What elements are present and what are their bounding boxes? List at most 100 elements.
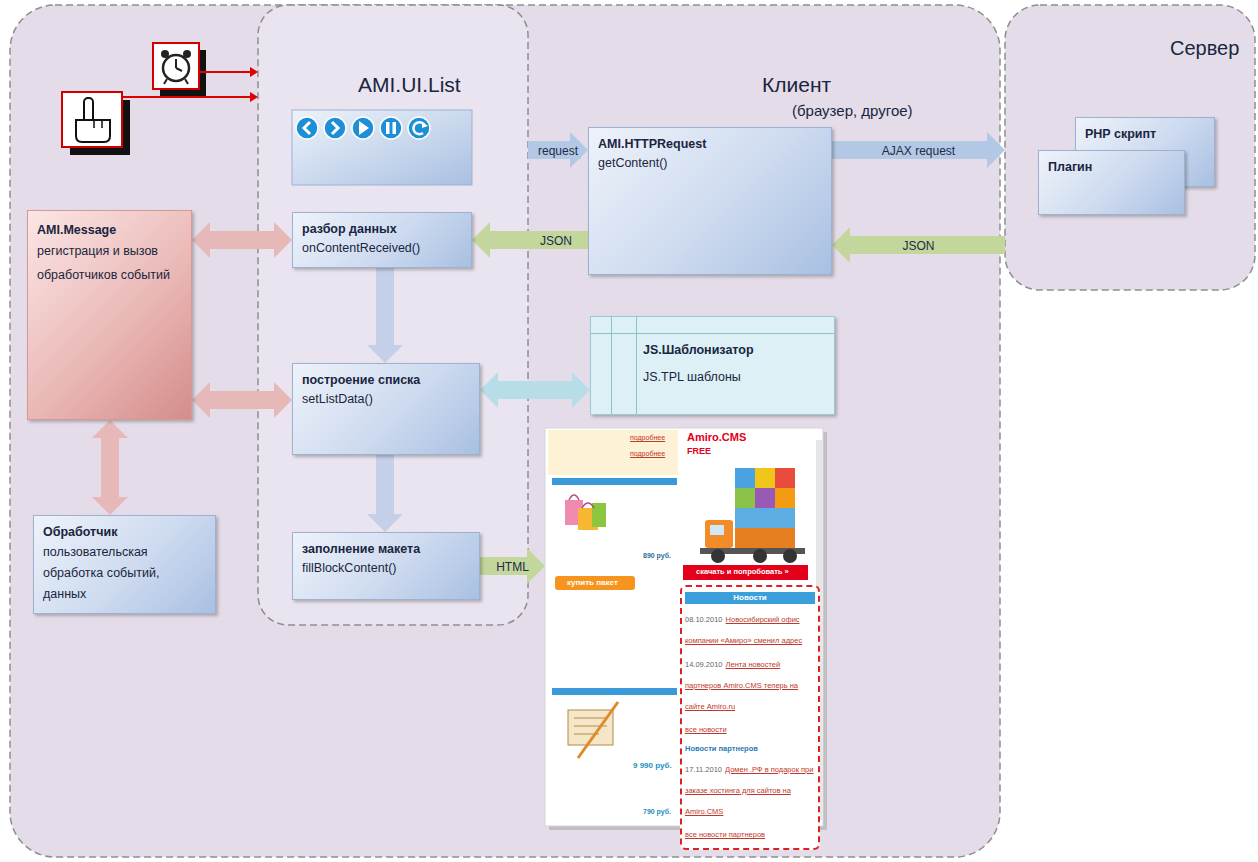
hand-knuckles: [94, 120, 102, 128]
block-arrow: [832, 141, 987, 159]
block-arrow: [850, 236, 1005, 254]
box-title: Плагин: [1048, 158, 1175, 177]
event-arrow: [122, 96, 250, 98]
box-body: onContentReceived(): [302, 239, 462, 258]
screenshot-band: [548, 430, 678, 475]
buy-button: [555, 576, 635, 590]
price-text: 9 990 руб.: [633, 761, 672, 771]
alarm-clock-hands: [164, 59, 188, 84]
process-box: заполнение макетаfillBlockContent(): [292, 532, 480, 600]
timer-arrow: [199, 71, 250, 73]
cargo-box: [775, 468, 795, 488]
logo-text: FREE: [687, 446, 711, 457]
module-box: AMI.Messageрегистрация и вызов обработчи…: [27, 210, 192, 420]
forward-button: [324, 117, 346, 139]
block-arrow: [376, 455, 394, 514]
hand-palm: [76, 120, 110, 142]
link-text: подробнее: [630, 434, 665, 442]
block-arrow: [101, 438, 119, 497]
price-text: 790 руб.: [643, 808, 671, 816]
link-text: подробнее: [630, 450, 665, 458]
event-arrowhead: [250, 92, 258, 102]
box-body: setListData(): [302, 390, 470, 409]
box-title: JS.Шаблонизатор: [643, 341, 826, 360]
server-region: СерверPHP скриптПлагин: [1005, 5, 1255, 290]
shopping-bag: [592, 503, 606, 527]
arrow-label: JSON: [537, 234, 575, 250]
box-title: заполнение макета: [302, 540, 470, 559]
pause-glyph: [393, 122, 397, 134]
server-region-shape: [1005, 5, 1255, 290]
toolbar-box: [292, 110, 472, 185]
screenshot-bar: [552, 688, 677, 695]
pause-button: [380, 117, 402, 139]
truck-cab: [705, 520, 733, 548]
truck-wheel: [711, 549, 725, 563]
region-subtitle: (браузер, другое): [792, 100, 913, 123]
logo-text: Amiro.CMS: [687, 431, 746, 444]
block-arrow: [490, 231, 588, 249]
block-arrow: [376, 268, 394, 345]
box-title: Обработчик: [43, 523, 206, 542]
box-title: AMI.HTTPRequest: [598, 135, 822, 154]
block-arrow: [498, 381, 572, 399]
forward-glyph: [332, 122, 338, 134]
screenshot-bar: [552, 478, 677, 485]
widget-subheader: Новости партнеров: [685, 744, 815, 754]
box-body: пользовательская обработка событий, данн…: [43, 542, 206, 606]
region-title: Клиент: [762, 69, 831, 101]
block-arrow: [210, 231, 274, 249]
client-region-shape: [10, 5, 1000, 857]
more-link: все новости партнеров: [685, 830, 765, 839]
box-body: fillBlockContent(): [302, 559, 470, 578]
arrow-label: request: [535, 144, 581, 160]
price-text: 890 руб.: [643, 552, 671, 560]
box-body: JS.TPL шаблоны: [643, 368, 826, 387]
region-title: AMI.UI.List: [358, 69, 461, 101]
pencil: [578, 702, 618, 758]
box-title: разбор данных: [302, 220, 462, 239]
play-glyph: [359, 121, 369, 135]
play-button: [352, 117, 374, 139]
cargo-box: [755, 468, 775, 488]
box-title: PHP скрипт: [1085, 125, 1205, 144]
button-text: скачать и попробовать »: [696, 567, 789, 576]
truck-window: [710, 525, 724, 535]
arrow-label: JSON: [899, 239, 937, 255]
refresh-glyph: [422, 122, 428, 128]
pause-glyph: [386, 122, 390, 134]
cargo-box: [735, 488, 755, 508]
arrow-label: AJAX request: [879, 144, 958, 160]
more-link: все новости: [685, 725, 727, 734]
box-title: построение списка: [302, 371, 470, 390]
news-date: 08.10.2010: [685, 615, 723, 624]
bag-handles: [569, 495, 594, 508]
component-region-shape: [258, 5, 528, 625]
process-box: построение спискаsetListData(): [292, 363, 480, 455]
server-module-box: Плагин: [1038, 150, 1185, 215]
handler-box: Обработчикпользовательская обработка соб…: [33, 515, 216, 614]
truck-wheel: [753, 549, 767, 563]
client-region: Клиент(браузер, другое) AMI.UI.List разбор…: [10, 5, 1000, 857]
box-body: getContent(): [598, 154, 822, 173]
box-body: регистрация и вызов обработчиков событий: [37, 240, 182, 288]
news-widget: Новости08.10.2010Новосибирский офис комп…: [680, 585, 820, 850]
widget-header: Новости: [685, 592, 815, 604]
hand-icon-frame: [62, 92, 122, 147]
cargo-box: [755, 488, 775, 508]
back-button: [296, 117, 318, 139]
button-text: купить пакет: [567, 578, 618, 588]
web-page-screenshot: подробнее подробнее 890 руб. купить пакет Am…: [545, 428, 823, 826]
news-date: 14.09.2010: [685, 660, 723, 669]
cargo-box: [735, 508, 795, 528]
cargo-box: [775, 488, 795, 508]
template-table-box: JS.ШаблонизаторJS.TPL шаблоны: [590, 316, 835, 415]
truck-wheel: [783, 549, 797, 563]
region-title: Сервер: [1170, 33, 1239, 63]
alarm-icon-frame: [153, 43, 199, 89]
module-box: AMI.HTTPRequestgetContent(): [588, 127, 832, 275]
back-glyph: [304, 122, 310, 134]
arrow-label: HTML: [493, 560, 532, 576]
box-title: AMI.Message: [37, 221, 182, 240]
cargo-box: [735, 528, 795, 548]
